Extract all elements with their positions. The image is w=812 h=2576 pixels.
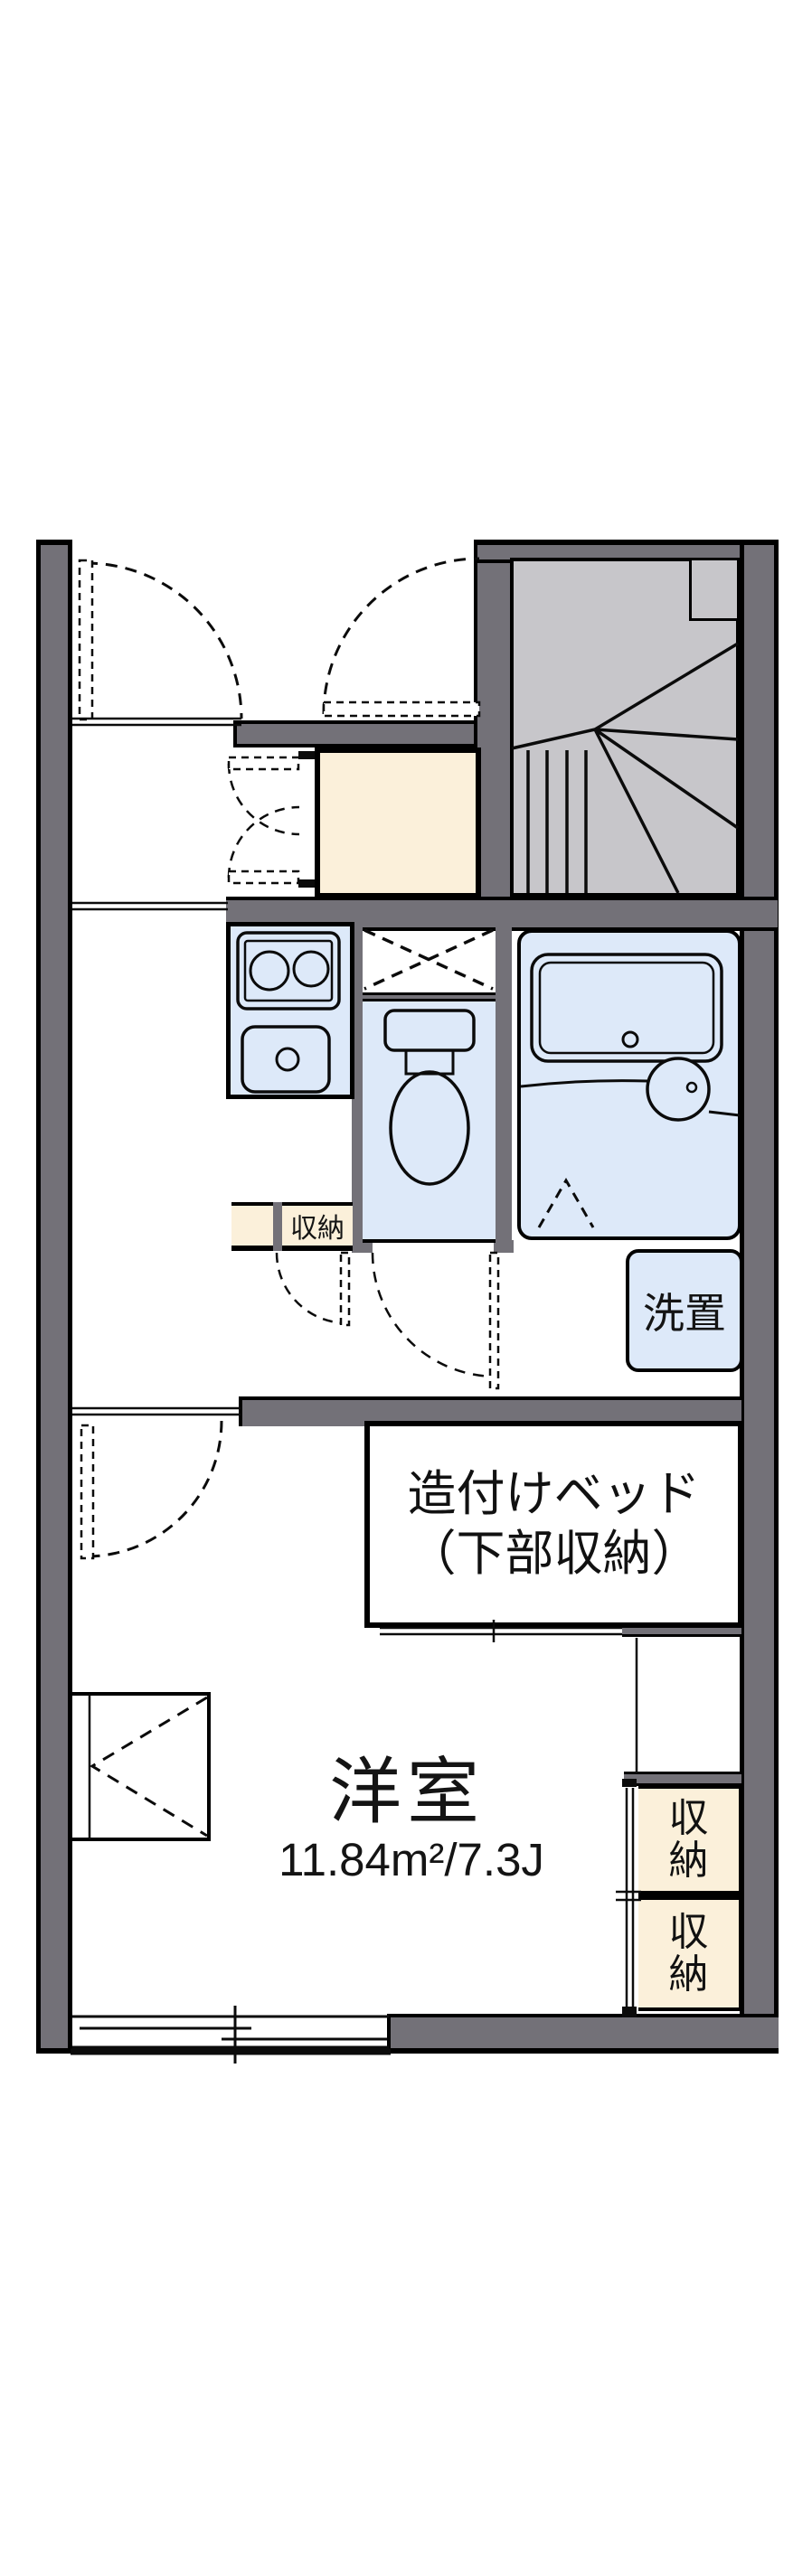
wall-toilet-bath bbox=[496, 924, 512, 1253]
room-title: 洋室 bbox=[226, 1744, 588, 1832]
hall-storage: 収納 bbox=[282, 1202, 353, 1251]
sliding-window-icon bbox=[71, 2006, 391, 2064]
post-genkan-top bbox=[298, 751, 315, 759]
door-hall-storage bbox=[275, 1251, 351, 1327]
door-hall-right bbox=[322, 557, 481, 718]
room-title-text: 洋室 bbox=[329, 1752, 485, 1832]
entry-storage-small bbox=[231, 1202, 273, 1251]
post-closet-rail-top bbox=[622, 1779, 637, 1787]
hall-storage-label: 収納 bbox=[290, 1214, 345, 1244]
wall-right bbox=[740, 540, 779, 2054]
closet-lower-label: 収納 bbox=[668, 1909, 709, 1997]
post-closet-rail-bottom bbox=[622, 2007, 637, 2017]
entry-area bbox=[315, 747, 481, 898]
built-in-bed: 造付けベッド （下部収納） bbox=[364, 1421, 743, 1628]
closet-lower: 収納 bbox=[638, 1895, 741, 2011]
toilet-room-floor bbox=[363, 1001, 496, 1243]
refrigerator-space-icon bbox=[364, 928, 494, 991]
post-storage bbox=[273, 1202, 282, 1251]
door-toilet bbox=[371, 1251, 500, 1390]
closet-upper-label: 収納 bbox=[668, 1795, 709, 1883]
closet-sliding-rail bbox=[616, 1638, 641, 2008]
wall-hallway-band bbox=[233, 720, 474, 747]
room-area: 11.84m²/7.3J bbox=[212, 1831, 610, 1887]
bathroom-floor bbox=[517, 929, 741, 1240]
closet-upper: 収納 bbox=[638, 1786, 741, 1895]
staircase-landing-notch bbox=[689, 558, 740, 621]
wall-left bbox=[36, 540, 72, 2054]
post-toilet-door-right bbox=[494, 1240, 514, 1253]
stub-closet-top bbox=[624, 1772, 741, 1786]
wall-bottom bbox=[387, 2014, 779, 2054]
door-hall-left bbox=[78, 559, 243, 721]
threshold-lines bbox=[72, 717, 241, 1416]
bed-label-line1: 造付けベッド bbox=[407, 1466, 701, 1521]
post-genkan-bottom bbox=[298, 879, 315, 888]
room-area-text: 11.84m²/7.3J bbox=[279, 1833, 544, 1885]
post-toilet-door-left bbox=[359, 1240, 373, 1253]
washer-space: 洗置 bbox=[626, 1249, 743, 1372]
window-box-left bbox=[72, 1692, 211, 1841]
wall-under-fridge bbox=[363, 992, 496, 1001]
door-main-room bbox=[80, 1420, 223, 1560]
washer-space-label: 洗置 bbox=[643, 1290, 726, 1337]
door-entry-closet-double bbox=[227, 756, 300, 885]
wall-kitchen-toilet bbox=[352, 924, 363, 1253]
bed-label-line2: （下部収納） bbox=[407, 1526, 701, 1581]
kitchen-unit bbox=[226, 922, 354, 1099]
